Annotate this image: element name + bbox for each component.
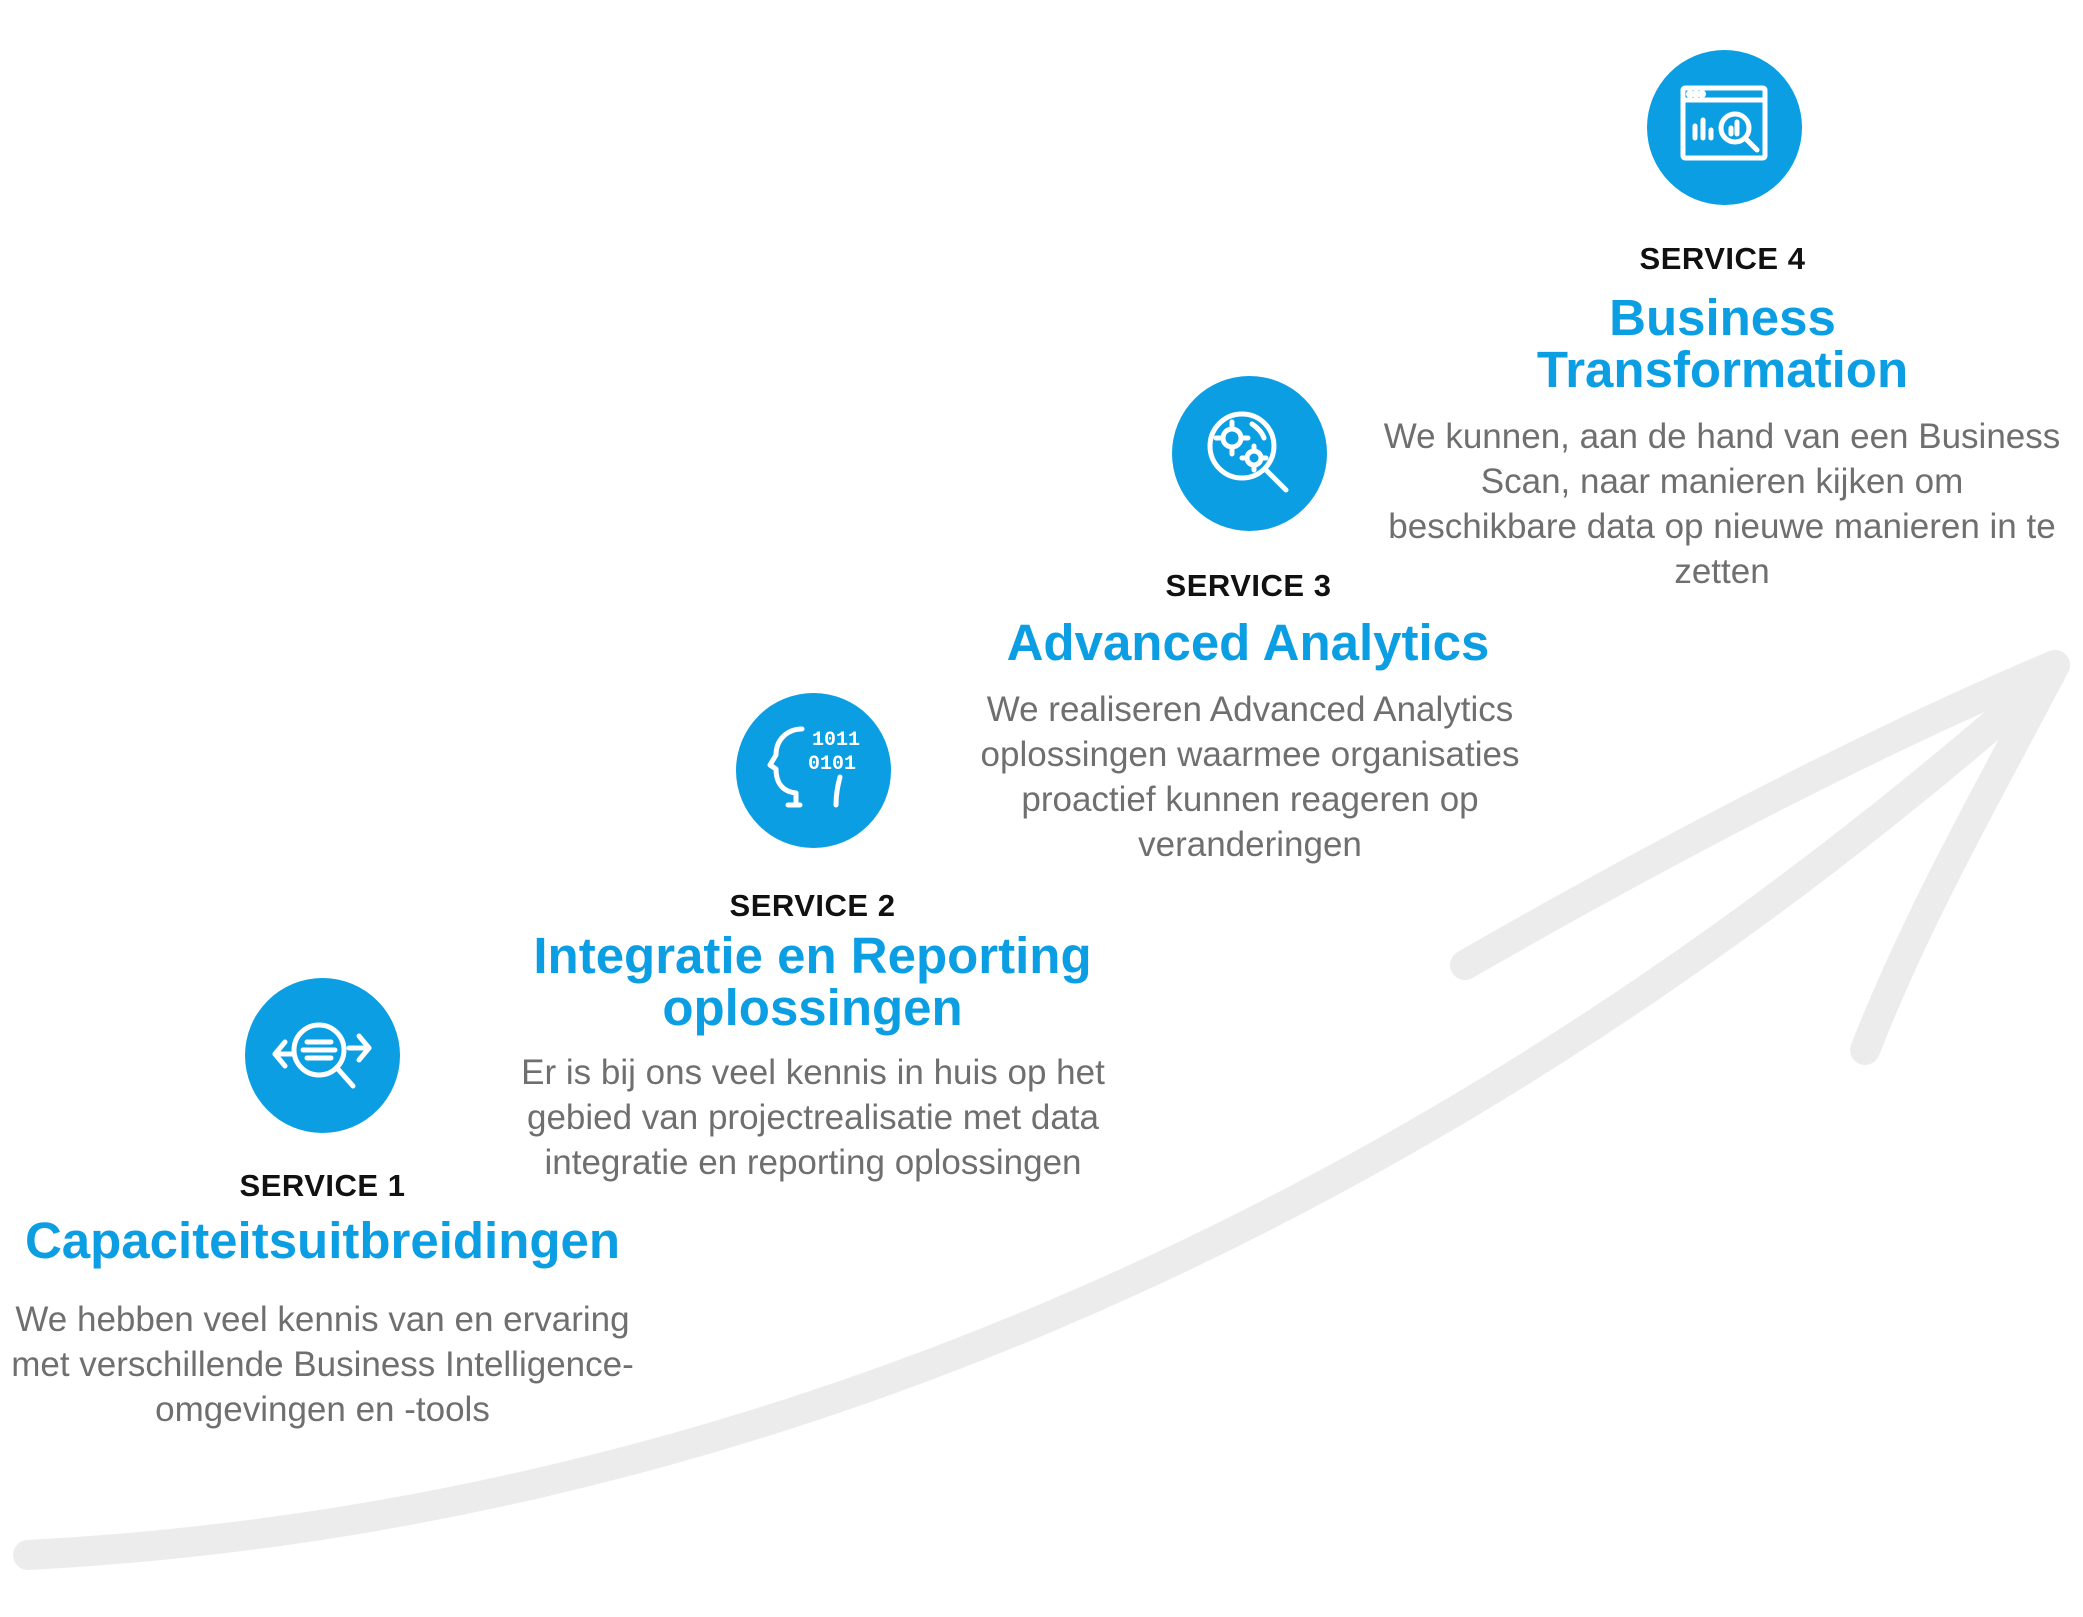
svg-text:0101: 0101 — [808, 753, 856, 776]
service-title: Integratie en Reporting oplossingen — [533, 927, 1092, 1036]
browser-chart-search-icon — [1647, 50, 1802, 205]
service-description: We hebben veel kennis van en ervaring me… — [11, 1300, 634, 1429]
magnifier-gears-icon — [1172, 376, 1327, 531]
head-binary-icon: 1011 0101 — [736, 693, 891, 848]
service-title: Capaciteitsuitbreidingen — [24, 1212, 621, 1269]
service-label: SERVICE 4 — [1639, 241, 1806, 276]
service-title: Business Transformation — [1536, 289, 1909, 398]
service-label: SERVICE 2 — [729, 888, 896, 923]
service-description: Er is bij ons veel kennis in huis op het… — [521, 1053, 1105, 1182]
svg-text:1011: 1011 — [812, 729, 860, 752]
service-description: We kunnen, aan de hand van een Business … — [1383, 417, 2061, 591]
service-label: SERVICE 3 — [1165, 568, 1332, 603]
magnifier-arrows-icon — [245, 978, 400, 1133]
service-label: SERVICE 1 — [239, 1168, 406, 1203]
service-description: We realiseren Advanced Analytics oplossi… — [980, 690, 1520, 864]
service-title: Advanced Analytics — [1006, 614, 1490, 671]
